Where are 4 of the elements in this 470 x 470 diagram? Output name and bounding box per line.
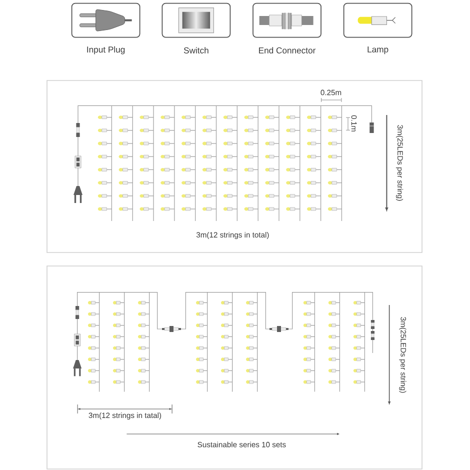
part-label: Switch [184,47,208,54]
part-label: End Connector [259,47,316,54]
part-label: Lamp [368,46,388,54]
part-label: Input Plug [87,46,125,54]
